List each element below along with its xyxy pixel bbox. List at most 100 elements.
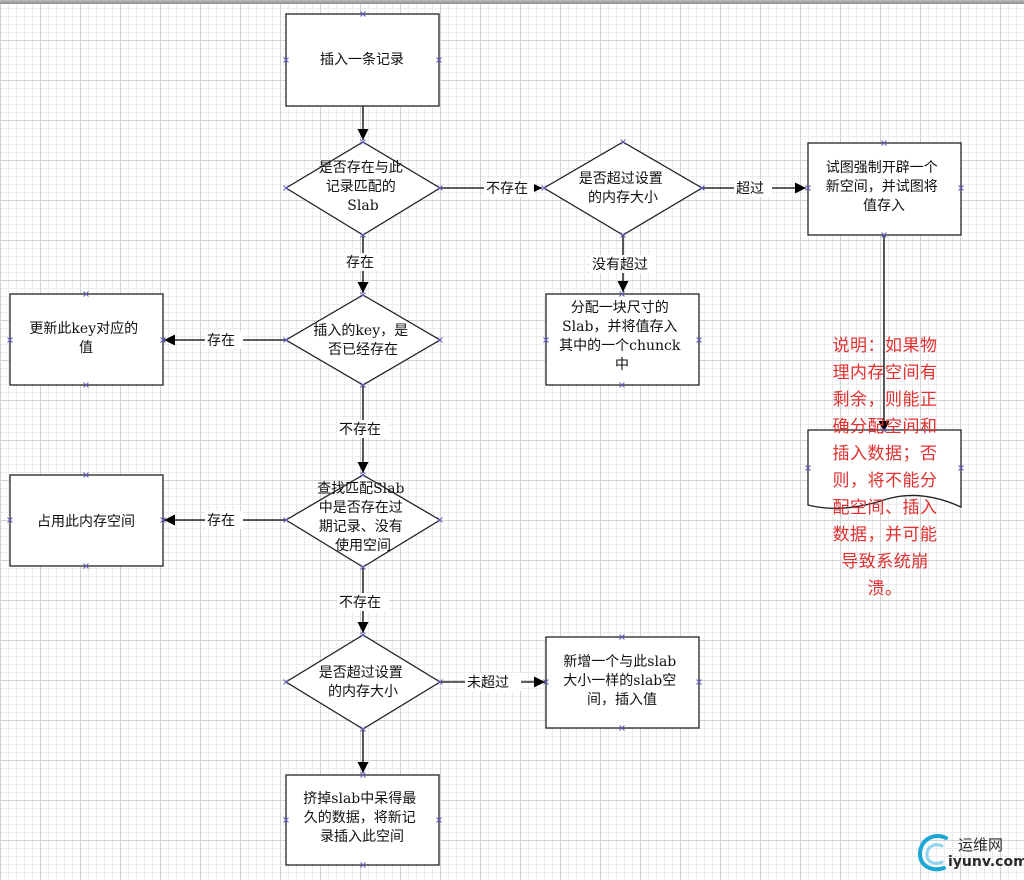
connection-point [283, 57, 289, 63]
note-line: 确分配空间和 [832, 417, 938, 437]
node-force-alloc[interactable] [807, 142, 962, 236]
decision-key-exists-text: 插入的key，是 否已经存在 [313, 323, 412, 358]
connection-points [7, 11, 964, 868]
connection-point [436, 817, 442, 823]
edge-label-not-exist-2: 不存在 [339, 422, 381, 438]
connection-point [619, 634, 625, 640]
note-line: 导致系统崩 [841, 552, 929, 572]
decision-find-expired-text: 查找匹配Slab 中是否存在过 期记录、没有 使用空间 [317, 481, 409, 554]
node-new-slab-text: 新增一个与此slab 大小一样的slab空 间，插入值 [563, 654, 680, 708]
connection-point [620, 139, 626, 145]
decision-exceed-mem-2[interactable] [284, 634, 442, 730]
connection-point [360, 862, 366, 868]
node-alloc-chunk[interactable] [545, 293, 700, 386]
connection-point [360, 382, 366, 388]
node-force-alloc-text: 试图强制开辟一个 新空间，并试图将 值存入 [826, 160, 942, 214]
connection-point [160, 517, 166, 523]
edge-label-group: 不存在 超过 存在 没有超过 存在 不存在 存在 不存在 未超过 [205, 179, 772, 691]
connection-point [619, 291, 625, 297]
node-new-slab[interactable] [545, 636, 700, 729]
connection-point [360, 564, 366, 570]
edge-label-not-exist-1: 不存在 [486, 181, 528, 197]
note-line: 配空间、插入 [832, 498, 938, 518]
connection-point [541, 185, 547, 191]
connection-point [360, 632, 366, 638]
connection-point [83, 291, 89, 297]
decision-slab-exists-text: 是否存在与此 记录匹配的 Slab [319, 160, 407, 214]
connection-point [958, 465, 964, 471]
node-update-value[interactable] [9, 293, 164, 386]
watermark-cn: 运维网 [958, 836, 1004, 854]
edge-label-not-exist-3: 不存在 [339, 595, 381, 611]
connection-point [619, 725, 625, 731]
connection-point [360, 726, 366, 732]
note-line: 插入数据；否 [832, 444, 938, 464]
node-update-value-text: 更新此key对应的 值 [29, 320, 142, 356]
edge-label-exist-1: 存在 [346, 255, 374, 271]
watermark-logo-icon [917, 834, 948, 872]
edge-label-exist-3: 存在 [207, 513, 235, 529]
document-shape[interactable] [807, 429, 962, 510]
connection-point [437, 337, 443, 343]
decision-exceed-mem-1-text: 是否超过设置 的内存大小 [579, 171, 667, 206]
note-text: 说明：如果物 理内存空间有 剩余，则能正 确分配空间和 插入数据；否 则，将不能… [810, 333, 960, 603]
connection-point [7, 337, 13, 343]
connection-point [620, 232, 626, 238]
node-insert-record[interactable] [285, 13, 440, 107]
note-line: 理内存空间有 [832, 363, 938, 383]
node-occupy-space-text: 占用此内存空间 [37, 514, 135, 530]
note-line: 剩余，则能正 [832, 390, 938, 410]
connection-point [283, 817, 289, 823]
edge-label-exceed: 超过 [736, 181, 764, 197]
window-top-edge [0, 0, 1024, 4]
connection-point [543, 679, 549, 685]
note-line: 则，将不能分 [832, 471, 938, 491]
decision-exceed-mem-1[interactable] [542, 141, 704, 236]
connection-point [437, 185, 443, 191]
node-insert-record-text: 插入一条记录 [320, 51, 404, 68]
connection-point [283, 517, 289, 523]
connection-point [7, 517, 13, 523]
note-line: 数据，并可能 [832, 525, 938, 545]
nodes: 插入一条记录 试图强制开辟一个 新空间，并试图将 值存入 分配一块尺寸的 Sla… [9, 13, 962, 866]
connection-point [696, 679, 702, 685]
node-occupy-space[interactable] [9, 474, 164, 567]
connection-point [360, 472, 366, 478]
watermark-en: iyunv.com [948, 854, 1024, 870]
note-line: 说明：如果物 [832, 336, 938, 356]
connection-point [83, 563, 89, 569]
node-evict-oldest-text: 挤掉slab中呆得最 久的数据，将新记 录插入此空间 [303, 790, 420, 845]
connection-point [360, 232, 366, 238]
connection-point [958, 185, 964, 191]
edge-label-not-exceed-1: 没有超过 [592, 257, 648, 273]
connection-point [283, 337, 289, 343]
watermark: 运维网 iyunv.com [916, 830, 1024, 876]
connection-point [436, 57, 442, 63]
decision-key-exists[interactable] [284, 294, 442, 386]
decision-exceed-mem-2-text: 是否超过设置 的内存大小 [319, 665, 407, 700]
connection-point [83, 382, 89, 388]
connection-point [881, 232, 887, 238]
connection-point [699, 185, 705, 191]
connection-point [160, 337, 166, 343]
connection-point [360, 292, 366, 298]
connection-point [696, 337, 702, 343]
connection-point [360, 772, 366, 778]
connection-point [881, 140, 887, 146]
connection-point [283, 185, 289, 191]
edge-label-exist-2: 存在 [207, 333, 235, 349]
node-alloc-chunk-text: 分配一块尺寸的 Slab，并将值存入 其中的一个chunck 中 [559, 300, 685, 373]
edges [164, 106, 890, 773]
connection-point [437, 517, 443, 523]
connection-point [805, 465, 811, 471]
connection-point [360, 11, 366, 17]
connection-point [437, 679, 443, 685]
connection-point [283, 679, 289, 685]
edge-label-not-exceed-2: 未超过 [467, 675, 509, 691]
connection-point [619, 382, 625, 388]
note-line: 溃。 [867, 579, 903, 599]
connection-point [360, 139, 366, 145]
connection-point [805, 185, 811, 191]
connection-point [543, 337, 549, 343]
